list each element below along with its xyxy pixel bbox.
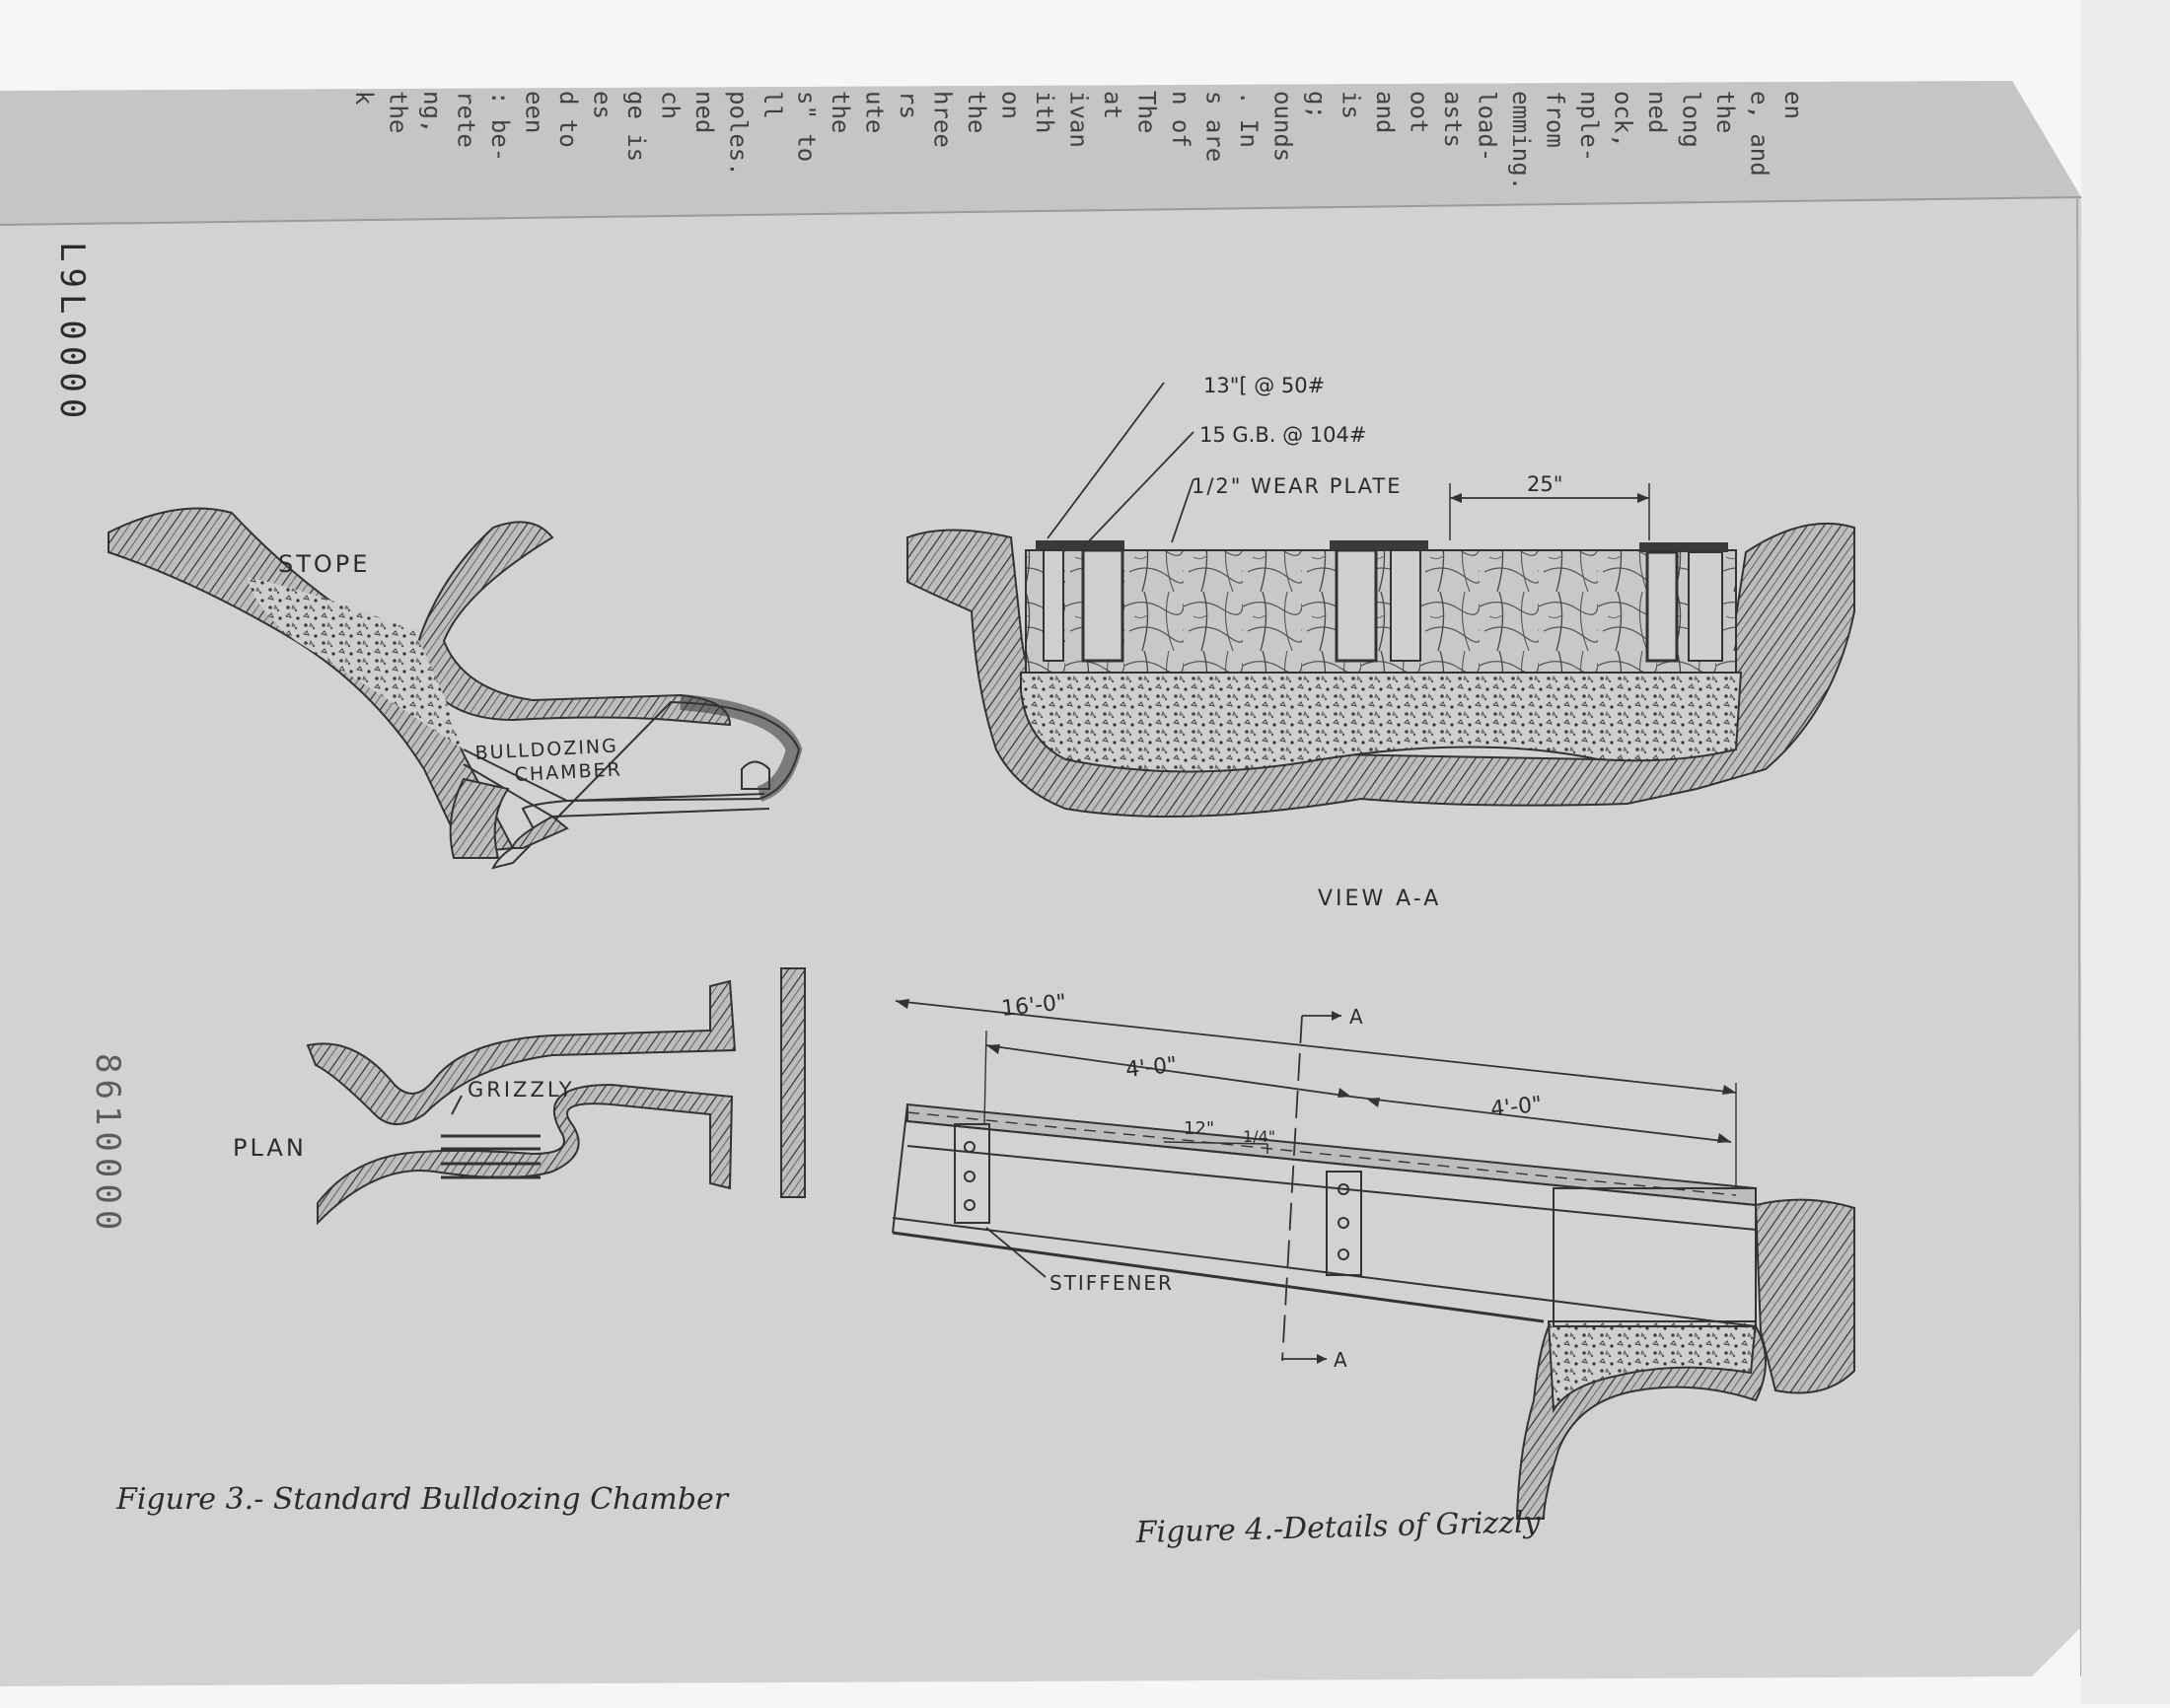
grizzly-rail-1 [1036,540,1124,663]
bleed-text-line: the [963,91,990,133]
bleed-text-line: long [1678,91,1705,148]
bleed-text-line: ned [690,91,718,133]
bleed-text-line: rs [895,91,922,119]
bleed-text-line: on [997,91,1025,119]
bleed-through-text: ene, andthelongnedock,nple-fromemming.lo… [350,91,1807,190]
callout-wear-plate: 1/2" WEAR PLATE [1192,474,1402,498]
bleed-text-line: ith [1031,91,1058,133]
bleed-text-line: . In [1235,91,1263,148]
bleed-text-line: es [589,91,616,119]
bleed-text-line: d to [554,91,582,148]
slope-run: 12" [1184,1118,1214,1139]
bleed-text-line: hree [929,91,957,148]
bleed-text-line: The [1133,91,1161,133]
bleed-text-line: nple- [1575,91,1603,162]
bleed-text-line: en [1779,91,1807,119]
section-marker-bottom: A [1334,1348,1347,1372]
label-stiffener: STIFFENER [1049,1271,1174,1295]
plan-view-drawing [306,967,806,1226]
bleed-text-line: n of [1167,91,1194,148]
figure-3-bulldozing-chamber: STOPE BULLDOZING CHAMBER GRIZZLY PLAN Fi… [108,507,806,1517]
bleed-text-line: the [385,91,412,133]
label-stope: STOPE [278,550,370,578]
bleed-text-line: : be- [486,91,514,162]
label-grizzly: GRIZZLY [468,1078,575,1102]
bleed-text-line: ock, [1610,91,1637,148]
dim-right: 4'-0" [1489,1093,1543,1122]
bleed-text-line: ivan [1065,91,1093,148]
figure-4-grizzly-details: 13"[ @ 50# 15 G.B. @ 104# 1/2" WEAR PLAT… [892,374,1855,1550]
bleed-text-line: rete [453,91,480,148]
bleed-text-line: ned [1643,91,1671,133]
side-number-stamp-faint: 8610000 [88,1053,127,1236]
bleed-text-line: poles. [725,91,753,177]
bleed-text-line: ute [861,91,889,133]
callout-channel: 13"[ @ 50# [1203,374,1325,397]
section-marker-top: A [1349,1005,1363,1029]
bleed-text-line: oot [1406,91,1433,133]
bleed-text-line: asts [1439,91,1467,148]
bleed-text-line: from [1542,91,1569,148]
bleed-text-line: ge is [622,91,650,162]
grizzly-elevation [892,999,1855,1520]
dim-spacing: 25" [1527,472,1562,496]
bleed-text-line: k [350,91,378,106]
grizzly-rail-2 [1330,540,1428,663]
view-a-a-section [906,382,1855,818]
bleed-text-line: the [1711,91,1739,133]
bleed-text-line: g; [1303,91,1331,119]
bleed-text-line: at [1099,91,1126,119]
bleed-text-line: emming. [1507,91,1535,190]
bleed-text-line: ounds [1269,91,1297,162]
bleed-text-line: the [827,91,854,133]
bleed-text-line: een [521,91,548,133]
bleed-text-line: load- [1474,91,1501,162]
side-number-stamp: L9L0000 [52,242,92,424]
view-label: VIEW A-A [1318,887,1441,911]
label-plan: PLAN [233,1134,307,1162]
figure-3-caption: Figure 3.- Standard Bulldozing Chamber [115,1482,730,1517]
callout-girder: 15 G.B. @ 104# [1199,423,1366,447]
bleed-text-line: ch [657,91,685,119]
bleed-text-line: e, and [1746,91,1773,177]
bleed-text-line: and [1371,91,1399,133]
dim-left: 4'-0" [1124,1053,1178,1083]
bleed-text-line: ng, [418,91,446,133]
bleed-text-line: s are [1201,91,1229,162]
bleed-text-line: ll [759,91,786,119]
grizzly-rail-3 [1639,542,1728,663]
bleed-text-line: s" to [793,91,821,162]
bleed-text-line: is [1338,91,1365,119]
stope-section-drawing [108,507,803,870]
slope-rise: 1/4" [1243,1127,1275,1146]
